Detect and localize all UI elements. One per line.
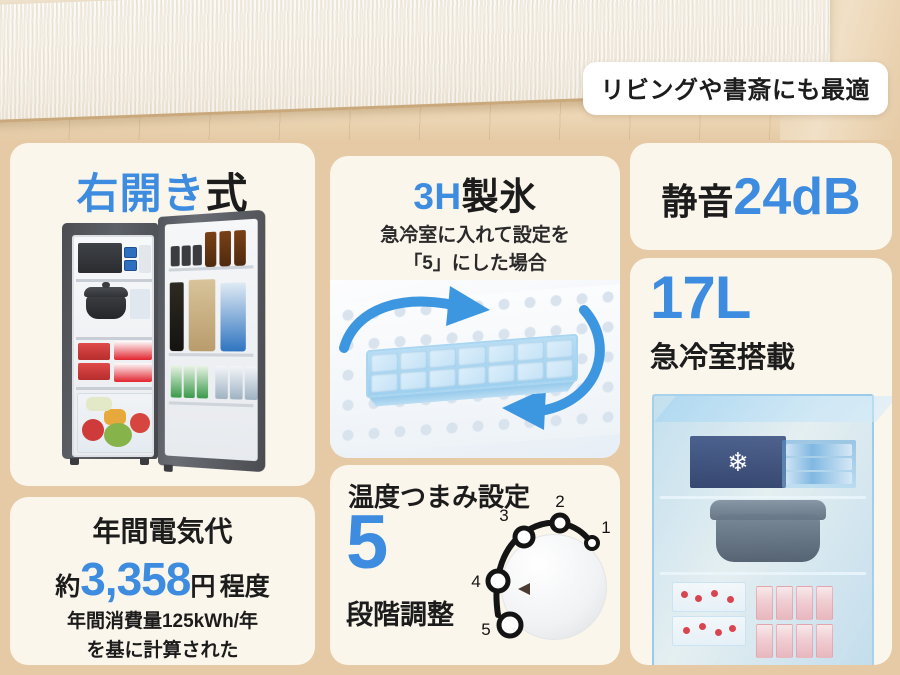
- cost-title: 年間電気代: [92, 516, 233, 547]
- card-ice-making: 3H製氷 急冷室に入れて設定を 「5」にした場合: [330, 156, 620, 458]
- card-noise-level: 静音24dB: [630, 143, 892, 250]
- fridge-xray-illustration: ❄: [652, 380, 892, 665]
- fridge-interior: [72, 235, 154, 457]
- noise-text: 静音24dB: [630, 167, 892, 227]
- door-title: 右開き式: [10, 160, 315, 221]
- ice-title: 3H製氷: [330, 166, 620, 220]
- temperature-knob-diagram: 1 2 3 4 5: [471, 495, 611, 640]
- card-temperature-dial: 温度つまみ設定 5 段階調整 1 2 3 4 5: [330, 465, 620, 665]
- ice-title-blue: 3H: [413, 176, 462, 217]
- xray-fruit-box-2: [672, 616, 746, 646]
- cost-amount: 3,358: [80, 553, 191, 605]
- xray-cabinet: ❄: [652, 394, 892, 665]
- fridge-cabinet: [62, 223, 158, 465]
- room-photo-strip: リビングや書斎にも最適: [0, 0, 900, 140]
- door-title-blue: 右開き: [76, 170, 206, 217]
- dial-mark-4: 4: [471, 572, 480, 591]
- arrow-rotate-top-icon: [339, 286, 490, 353]
- dial-sub-label: 段階調整: [346, 600, 454, 630]
- volume-label: 急冷室搭載: [650, 342, 796, 374]
- fridge-photo: [10, 209, 315, 485]
- volume-value: 17L: [650, 264, 751, 331]
- cost-suffix: 程度: [219, 573, 270, 601]
- ice-title-dark: 製氷: [461, 176, 537, 217]
- card-right-opening-door: 右開き式: [10, 143, 315, 486]
- dial-level-value: 5: [346, 500, 388, 585]
- xray-fruit-box-1: [672, 582, 746, 612]
- xray-can-stack: [782, 440, 856, 488]
- door-title-dark: 式: [205, 170, 249, 217]
- ice-sub-line1: 急冷室に入れて設定を: [380, 225, 570, 246]
- freezer-compartment: ❄: [690, 436, 786, 488]
- cost-note-line2: を基に計算された: [86, 639, 239, 661]
- fridge-illustration: [62, 209, 266, 473]
- ice-sub-line2: 「5」にした場合: [403, 253, 547, 275]
- fridge-door-shelves: [164, 218, 258, 462]
- card-freezer-volume: 17L 急冷室搭載 ❄: [630, 258, 892, 665]
- xray-pot: [716, 514, 820, 562]
- card-annual-electricity-cost: 年間電気代 約3,358円 程度 年間消費量125kWh/年 を基に計算された: [10, 497, 315, 665]
- noise-value: 24dB: [733, 167, 861, 226]
- cost-prefix: 約: [55, 573, 81, 601]
- fridge-xray-photo: ❄: [630, 374, 892, 665]
- dial-mark-1: 1: [601, 518, 610, 537]
- noise-label: 静音: [661, 180, 734, 222]
- cost-unit: 円: [190, 573, 216, 601]
- snowflake-icon: ❄: [727, 447, 749, 477]
- ice-tray-photo: [330, 280, 620, 458]
- dial-mark-5: 5: [481, 620, 490, 639]
- dial-mark-2: 2: [555, 495, 564, 511]
- dial-mark-3: 3: [499, 506, 508, 525]
- arrow-rotate-bottom-icon: [502, 305, 605, 430]
- dial-title: 温度つまみ設定: [348, 482, 531, 512]
- cost-amount-row: 約3,358円 程度: [10, 552, 315, 606]
- badge-living-room: リビングや書斎にも最適: [582, 62, 888, 115]
- cost-note-line1: 年間消費量125kWh/年: [66, 611, 259, 632]
- fridge-door-open: [158, 209, 266, 473]
